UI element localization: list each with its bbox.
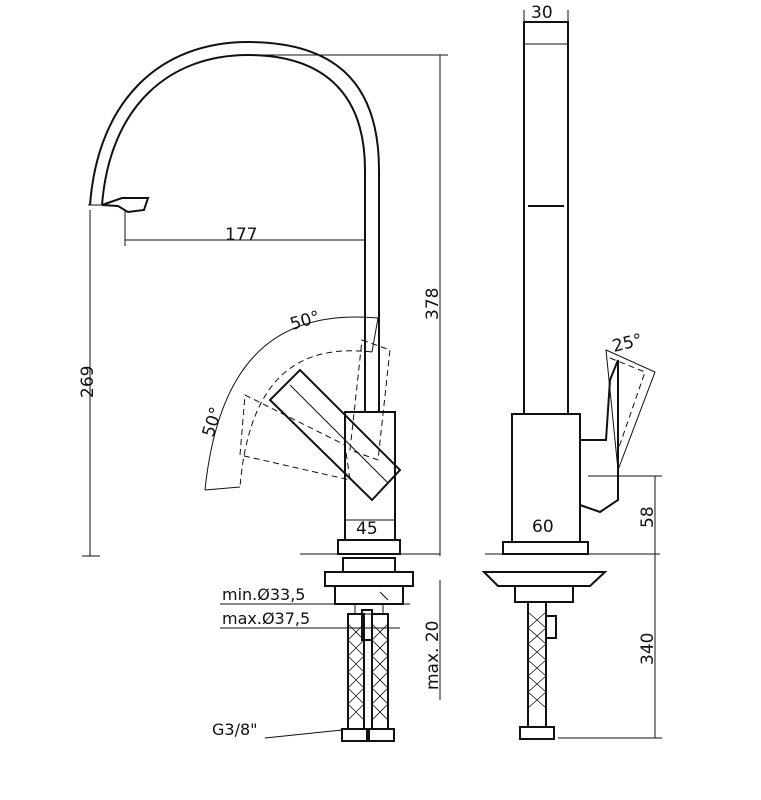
lever-handle-front (268, 368, 402, 502)
dim-reach: 177 (225, 225, 257, 245)
angle-lever-side: 25° (610, 330, 644, 357)
spout-outlet (101, 197, 150, 214)
lever-handle-side (579, 349, 656, 514)
front-view (82, 40, 448, 742)
side-view (481, 10, 662, 740)
spout-column-side (523, 21, 569, 415)
dim-below-deck: 340 (638, 633, 658, 665)
dim-max-deck: max. 20 (423, 621, 443, 690)
dim-total-height: 378 (423, 288, 443, 320)
spout-inner (89, 40, 380, 412)
mount-ring-side (502, 541, 589, 555)
flex-hose-side (527, 601, 547, 728)
lever-ghost-left (239, 394, 351, 481)
hole-min: min.Ø33,5 (222, 585, 305, 604)
dim-body-front: 45 (356, 519, 378, 539)
flex-hoses-front (341, 609, 395, 742)
mounting-plate-front (324, 571, 414, 587)
dim-top-width: 30 (531, 3, 553, 23)
lever-ghost-right (349, 339, 391, 461)
spout-outer (101, 53, 366, 412)
thread-size: G3/8" (212, 720, 258, 739)
dim-body-side: 60 (532, 517, 554, 537)
lever-swing-arc (204, 316, 379, 491)
dim-handle-height: 58 (638, 506, 658, 528)
lever-swing-arc-inner (239, 350, 373, 488)
hole-max: max.Ø37,5 (222, 609, 310, 628)
mount-ring-front (337, 539, 401, 555)
angle-lever-top: 50° (288, 307, 322, 335)
angle-lever-left: 50° (199, 405, 227, 440)
dim-spout-height: 269 (78, 366, 98, 398)
